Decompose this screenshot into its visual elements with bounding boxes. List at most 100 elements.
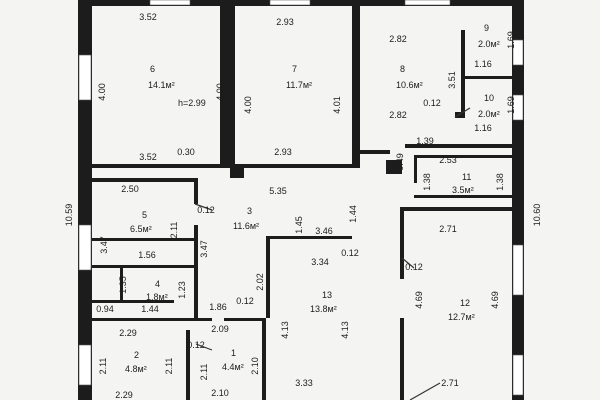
wall-1-2 <box>186 330 190 400</box>
wall-closets-9-10 <box>461 30 465 118</box>
dimension-label: 4.69 <box>490 291 500 309</box>
dimension-label: 1.69 <box>506 31 516 49</box>
dimension-label: 2.71 <box>441 378 459 388</box>
wall-12-left-upper <box>400 211 404 279</box>
wall-8-bottom-left <box>360 150 390 154</box>
wall-1-right <box>262 318 266 400</box>
wall-11-left <box>414 155 417 183</box>
wall-5-bottom <box>92 238 194 241</box>
interior-walls <box>92 6 512 400</box>
window-top-7 <box>269 0 311 6</box>
room-10-area: 2.0м² <box>478 109 500 119</box>
dimension-label: 1.38 <box>495 173 505 191</box>
dimension-label: 0.12 <box>197 205 215 215</box>
dimension-label: 2.11 <box>164 358 174 375</box>
dimension-label: 3.47 <box>199 240 209 258</box>
door-jamb-7 <box>230 164 244 178</box>
dimension-label: 2.11 <box>169 222 179 239</box>
room-2-area: 4.8м² <box>125 364 147 374</box>
dimension-label: 4.01 <box>332 96 342 114</box>
wall-6-7 <box>220 6 235 168</box>
wall-12-top <box>400 207 512 211</box>
dimension-label: 3.52 <box>139 152 157 162</box>
room-12-number: 12 <box>460 298 470 308</box>
wall-13-left <box>266 236 270 318</box>
dimension-label: 2.10 <box>250 357 260 375</box>
room-6-number: 6 <box>150 64 155 74</box>
dimension-label: 1.35 <box>118 276 128 294</box>
room-1-area: 4.4м² <box>222 362 244 372</box>
door-swing-bottom <box>409 382 441 400</box>
door-swing-5 <box>194 203 213 211</box>
window-right-9 <box>512 39 524 66</box>
room-2-number: 2 <box>134 350 139 360</box>
room-labels: 614.1м²711.7м²810.6м²92.0м²102.0м²113.5м… <box>125 23 500 374</box>
dimension-label: 3.51 <box>447 71 457 89</box>
dimension-label: 1.16 <box>474 123 492 133</box>
room-13-number: 13 <box>322 290 332 300</box>
room-5-area: 6.5м² <box>130 224 152 234</box>
room-10-number: 10 <box>484 93 494 103</box>
dimension-label: 1.45 <box>294 216 304 234</box>
room-11-number: 11 <box>462 172 471 182</box>
closet-jamb <box>455 112 465 118</box>
wall-12-left-lower <box>400 318 404 400</box>
wall-8-bottom-right <box>405 144 512 148</box>
dimension-label: 1.44 <box>348 205 358 223</box>
windows <box>78 0 524 396</box>
dimension-label: 4.13 <box>340 321 350 339</box>
dimension-label: 3.33 <box>295 378 313 388</box>
dimension-label: 2.50 <box>121 184 139 194</box>
room-7-area: 11.7м² <box>286 80 312 90</box>
dimension-label: 3.34 <box>311 257 329 267</box>
wall-2-top <box>92 318 212 321</box>
wall-1-top <box>224 318 266 321</box>
door-swing-12 <box>401 257 415 269</box>
wall-5-right-upper <box>194 178 198 204</box>
dim-exterior-right: 10.60 <box>532 204 542 227</box>
wall-4-top <box>92 265 198 268</box>
room-9-area: 2.0м² <box>478 39 500 49</box>
door-swing-10 <box>454 107 471 118</box>
room-4-area: 1.8м² <box>146 292 168 302</box>
dimension-label: 5.35 <box>269 186 287 196</box>
door-swings <box>194 107 471 400</box>
window-left-2 <box>78 344 92 386</box>
window-left-5 <box>78 224 92 271</box>
dimension-label: 2.11 <box>199 364 209 381</box>
dimension-label: 0.12 <box>187 340 205 350</box>
dimension-label: 2.71 <box>439 224 457 234</box>
dimension-label: 0.12 <box>423 98 441 108</box>
room-7-number: 7 <box>292 64 297 74</box>
dimension-label: 0.94 <box>96 304 114 314</box>
wall-11-bottom <box>414 195 512 198</box>
dimension-label: 0.49 <box>395 153 405 171</box>
door-jamb-8 <box>386 160 402 174</box>
dimension-label: 4.69 <box>414 291 424 309</box>
dimension-label: 2.09 <box>211 324 229 334</box>
window-right-12 <box>512 244 524 296</box>
dimension-label: 0.12 <box>341 248 359 258</box>
wall-6-bottom <box>92 164 220 168</box>
room-8-number: 8 <box>400 64 405 74</box>
dimension-label: 4.00 <box>97 83 107 101</box>
dimension-label: 2.29 <box>119 328 137 338</box>
window-top-6 <box>149 0 191 6</box>
dimension-label: 4.00 <box>243 96 253 114</box>
dimension-label: 2.82 <box>389 34 407 44</box>
ceiling-height-note: h=2.99 <box>178 98 206 108</box>
dimension-label: 2.11 <box>98 358 108 375</box>
room-9-number: 9 <box>484 23 489 33</box>
dimension-label: 1.69 <box>506 96 516 114</box>
door-swing-1 <box>195 343 213 351</box>
wall-5-top <box>92 178 198 182</box>
window-left-6 <box>78 54 92 101</box>
wall-11-top <box>414 155 512 158</box>
dimension-label: 1.38 <box>422 173 432 191</box>
room-6-area: 14.1м² <box>148 80 175 90</box>
dimension-label: 4.13 <box>280 321 290 339</box>
wall-7-8 <box>352 6 360 168</box>
